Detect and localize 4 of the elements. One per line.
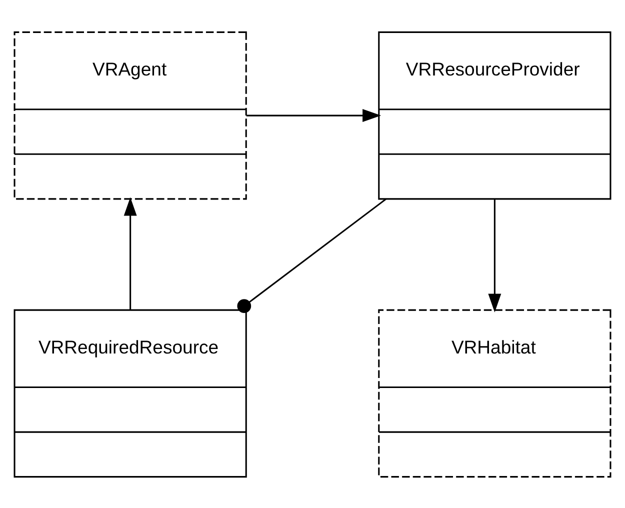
- arrow: [124, 196, 137, 310]
- arrow: [488, 199, 502, 312]
- connector: [237, 198, 386, 312]
- arrow: [246, 108, 382, 122]
